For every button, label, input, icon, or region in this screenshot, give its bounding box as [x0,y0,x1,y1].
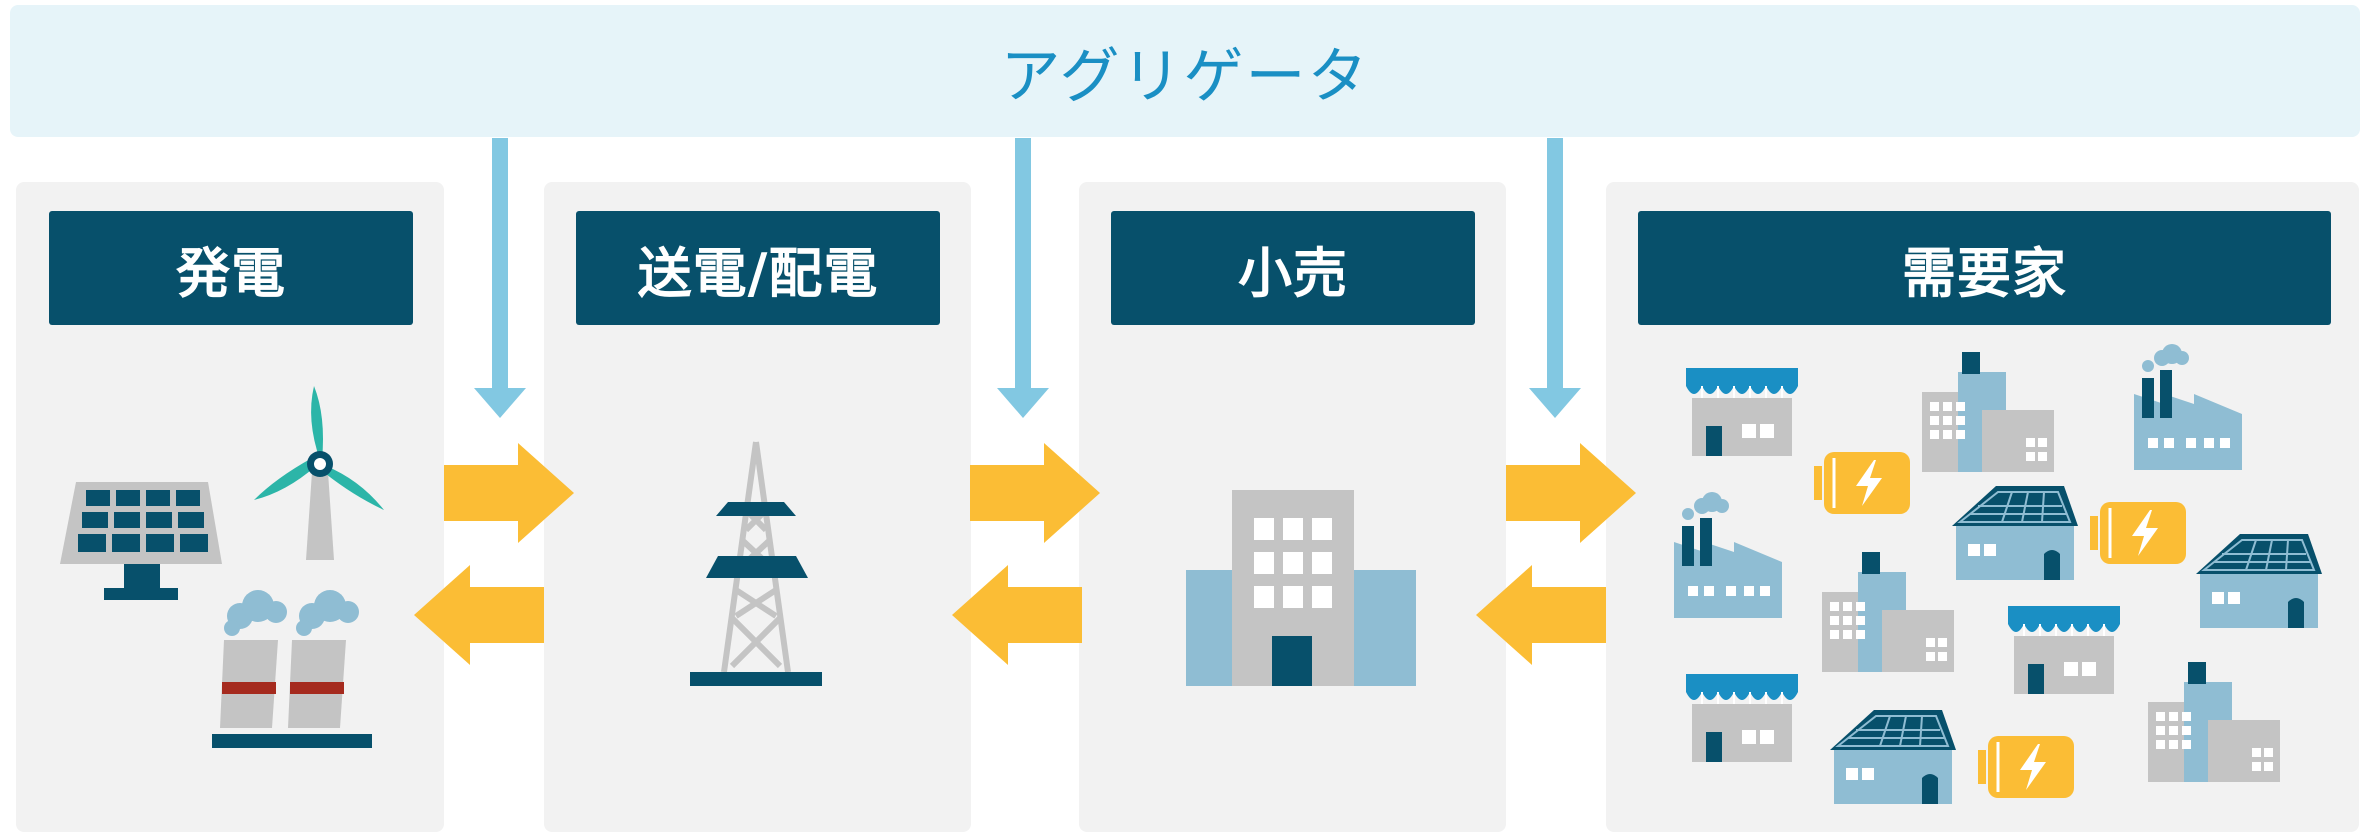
wind-turbine-icon [254,386,384,560]
building-icon [2148,662,2280,782]
stage-header-consumers: 需要家 [1638,211,2331,325]
factory-icon [1674,492,1782,618]
stage-header-retail: 小売 [1111,211,1475,325]
flow-arrow-left-1 [414,565,544,665]
solar-panel-icon [60,482,222,600]
building-icon [1822,552,1954,672]
store-icon [1685,673,1799,763]
stage-label-transmission: 送電/配電 [637,241,879,305]
factory-icon [2134,344,2242,470]
house-solar-icon [2195,533,2323,629]
battery-icon [1976,734,2076,800]
aggregator-label: アグリゲータ [1000,41,1370,112]
flow-arrow-right-3 [1506,443,1636,543]
power-plant-icon [212,590,372,748]
aggregator-arrow-3 [1529,138,1581,418]
store-icon [1685,367,1799,457]
aggregator-arrow-2 [997,138,1049,418]
flow-arrow-right-1 [444,443,574,543]
aggregator-arrow-1 [474,138,526,418]
flow-arrow-left-3 [1476,565,1606,665]
stage-label-consumers: 需要家 [1902,241,2067,305]
office-building-icon [1186,490,1416,686]
stage-label-generation: 発電 [176,241,286,305]
flow-arrow-left-2 [952,565,1082,665]
store-icon [2007,605,2121,695]
flow-arrow-right-2 [970,443,1100,543]
building-icon [1922,352,2054,472]
stage-header-generation: 発電 [49,211,413,325]
stage-label-retail: 小売 [1238,241,1348,305]
stage-header-transmission: 送電/配電 [576,211,940,325]
house-solar-icon [1829,709,1957,805]
aggregator-banner: アグリゲータ [10,5,2360,137]
house-solar-icon [1951,485,2079,581]
battery-icon [1812,450,1912,516]
battery-icon [2088,500,2188,566]
transmission-tower-icon [690,441,822,686]
